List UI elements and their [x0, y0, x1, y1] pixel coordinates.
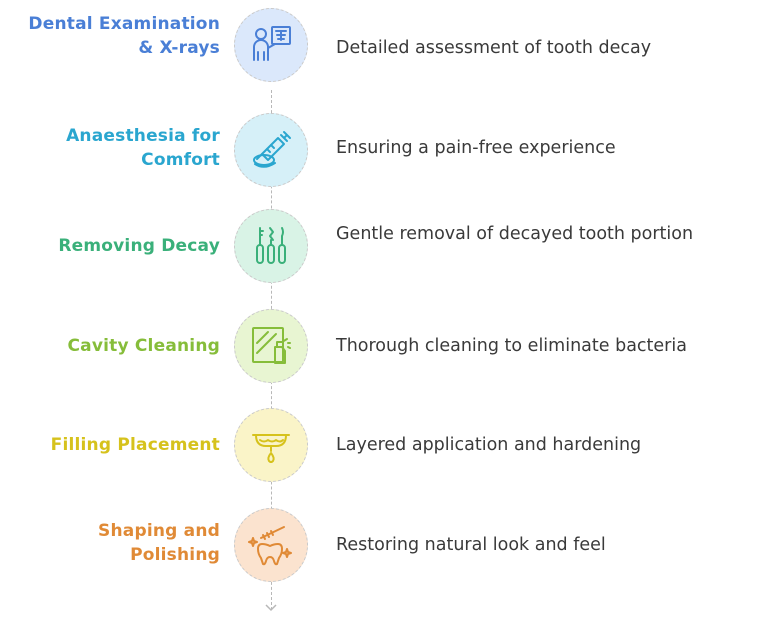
syringe-icon — [253, 131, 291, 168]
step-anaesthesia: Anaesthesia for Comfort Ensuring a pain-… — [0, 108, 768, 198]
step-description: Gentle removal of decayed tooth portion — [336, 224, 694, 244]
step-icon-circle — [234, 309, 308, 383]
step-title: Anaesthesia for Comfort — [66, 126, 220, 170]
filling-drop-icon — [252, 434, 290, 463]
step-icon-circle — [234, 408, 308, 482]
step-icon-circle — [234, 8, 308, 82]
step-title: Removing Decay — [58, 236, 220, 256]
step-description: Detailed assessment of tooth decay — [336, 38, 652, 58]
dentist-xray-icon — [253, 26, 291, 61]
dental-tools-icon — [256, 227, 286, 264]
step-icon-circle — [234, 209, 308, 283]
step-shaping-polishing: Shaping and Polishing Restoring natural … — [0, 500, 768, 590]
step-description: Restoring natural look and feel — [336, 535, 606, 555]
step-description: Ensuring a pain-free experience — [336, 138, 616, 158]
spray-cleaning-icon — [252, 327, 291, 364]
step-icon-circle — [234, 113, 308, 187]
step-title: Cavity Cleaning — [67, 336, 220, 356]
step-description: Layered application and hardening — [336, 435, 642, 455]
step-title: Shaping and Polishing — [98, 521, 220, 565]
step-description: Thorough cleaning to eliminate bacteria — [336, 336, 687, 356]
step-filling-placement: Filling Placement Layered application an… — [0, 400, 768, 490]
step-removing-decay: Removing Decay Gentle removal of decayed… — [0, 200, 768, 290]
step-cavity-cleaning: Cavity Cleaning Thorough cleaning to eli… — [0, 301, 768, 391]
step-title: Dental Examination & X-rays — [28, 14, 220, 58]
tooth-polish-icon — [248, 526, 292, 566]
step-icon-circle — [234, 508, 308, 582]
step-dental-examination: Dental Examination & X-rays Detailed ass… — [0, 0, 768, 90]
arrow-down-icon — [265, 604, 277, 612]
step-title: Filling Placement — [50, 435, 220, 455]
